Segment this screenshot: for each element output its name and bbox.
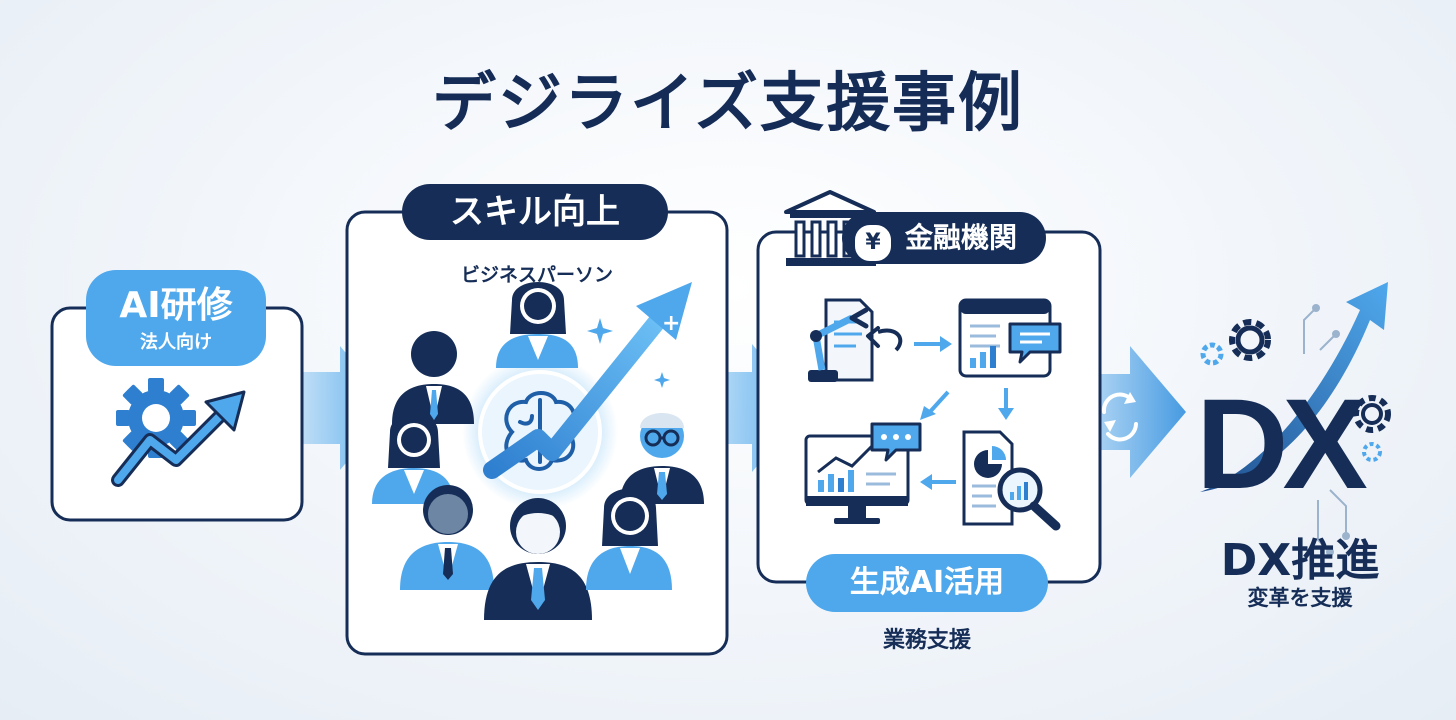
person-icon-man-center: [484, 498, 592, 620]
skill-up-sublabel: ビジネスパーソン: [460, 264, 613, 286]
ai-training-pill: [86, 270, 266, 366]
gear-growth-icon: [111, 378, 246, 487]
skill-up-label: スキル向上: [402, 184, 668, 240]
yen-symbol: ¥: [865, 230, 881, 255]
finance-card: [756, 230, 1102, 584]
svg-text:+: +: [662, 311, 680, 336]
person-icon-man-bottom-left: [400, 485, 494, 590]
gear-icon: [1229, 319, 1271, 361]
dashboard-window-icon: [958, 298, 1062, 378]
robot-document-icon: [808, 298, 903, 382]
ai-training-label: AI研修: [119, 285, 233, 326]
page-title: デジライズ支援事例: [431, 67, 1025, 141]
genai-label: 生成AI活用: [806, 554, 1048, 612]
person-icon-woman-bottom-right: [586, 488, 672, 590]
finance-label-text: 金融機関: [904, 221, 1017, 254]
growth-arrow: [483, 309, 669, 479]
sparkle-icon: [587, 318, 613, 344]
person-icon-woman-top: [496, 282, 578, 368]
report-search-icon: [962, 430, 1061, 531]
dx-logo: DX: [1196, 373, 1367, 516]
gear-icon: [1200, 342, 1224, 366]
person-icon-man-top-left: [392, 331, 474, 424]
gear-icon: [1353, 395, 1391, 433]
yen-coin-icon: ¥: [852, 222, 894, 264]
dx-swoosh-arrow: [1200, 282, 1388, 492]
sparkle-icon: [654, 372, 670, 388]
genai-sublabel: 業務支援: [882, 628, 971, 653]
person-icon-woman-left: [372, 414, 454, 504]
ai-training-sublabel: 法人向け: [140, 332, 212, 353]
gear-icon: [1362, 442, 1382, 462]
monitor-analytics-icon: [804, 422, 922, 524]
circuit-lines: [1303, 307, 1347, 553]
dx-sublabel: 変革を支援: [1247, 586, 1353, 610]
dx-label: DX推進: [1220, 535, 1380, 586]
